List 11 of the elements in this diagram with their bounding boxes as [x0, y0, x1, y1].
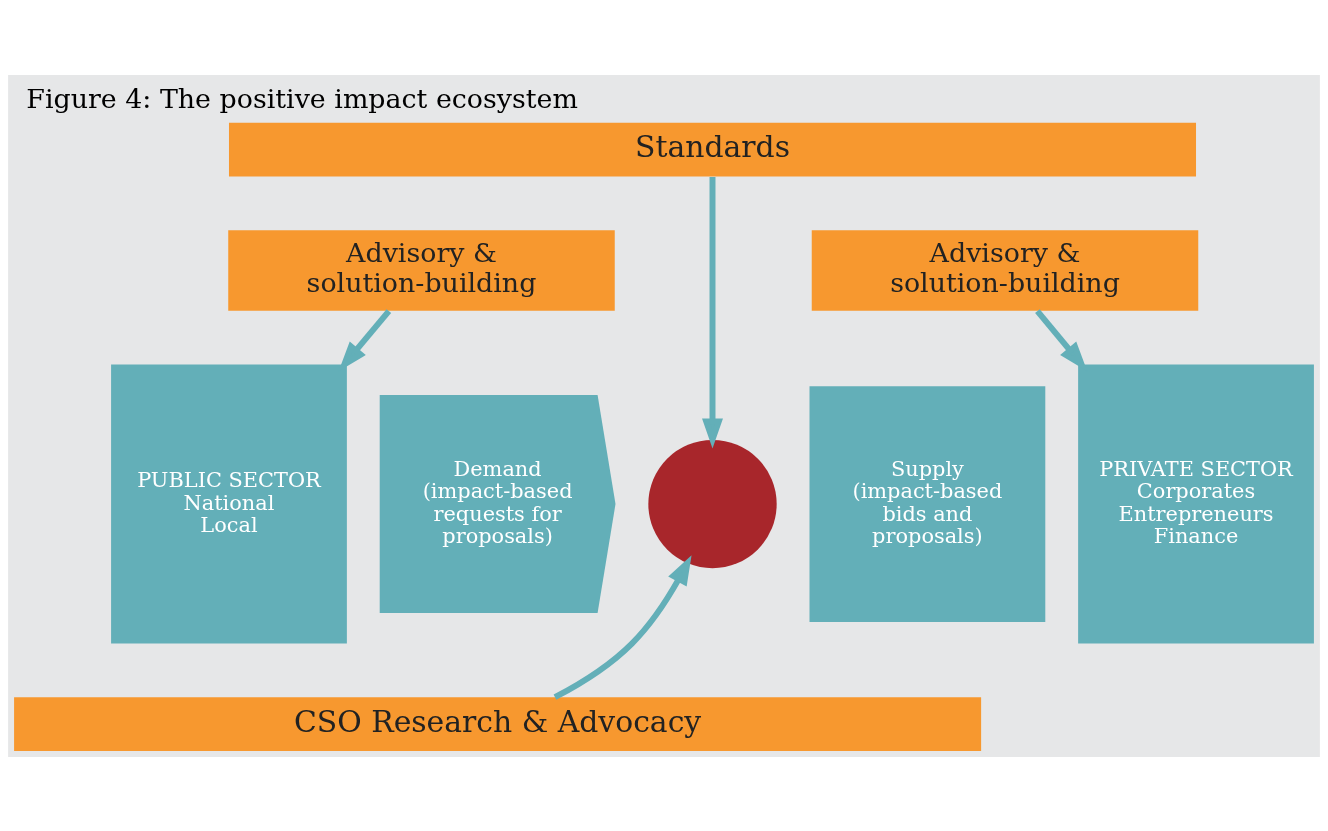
- arrow: [702, 176, 723, 448]
- diagram-title: Figure 4: The positive impact ecosystem: [26, 82, 578, 114]
- node-box: Advisory & solution-building: [228, 229, 615, 311]
- node-box: PRIVATE SECTOR Corporates Entrepreneurs Finance: [1078, 364, 1314, 644]
- node-box: Standards: [229, 122, 1196, 176]
- node-box: CSO Research & Advocacy: [14, 696, 982, 751]
- arrow: [553, 554, 692, 700]
- node-box: Advisory & solution-building: [811, 229, 1199, 311]
- node-box: Supply (impact-based bids and proposals): [809, 385, 1046, 622]
- node-circle: [648, 439, 777, 568]
- node-box: PUBLIC SECTOR National Local: [111, 364, 347, 644]
